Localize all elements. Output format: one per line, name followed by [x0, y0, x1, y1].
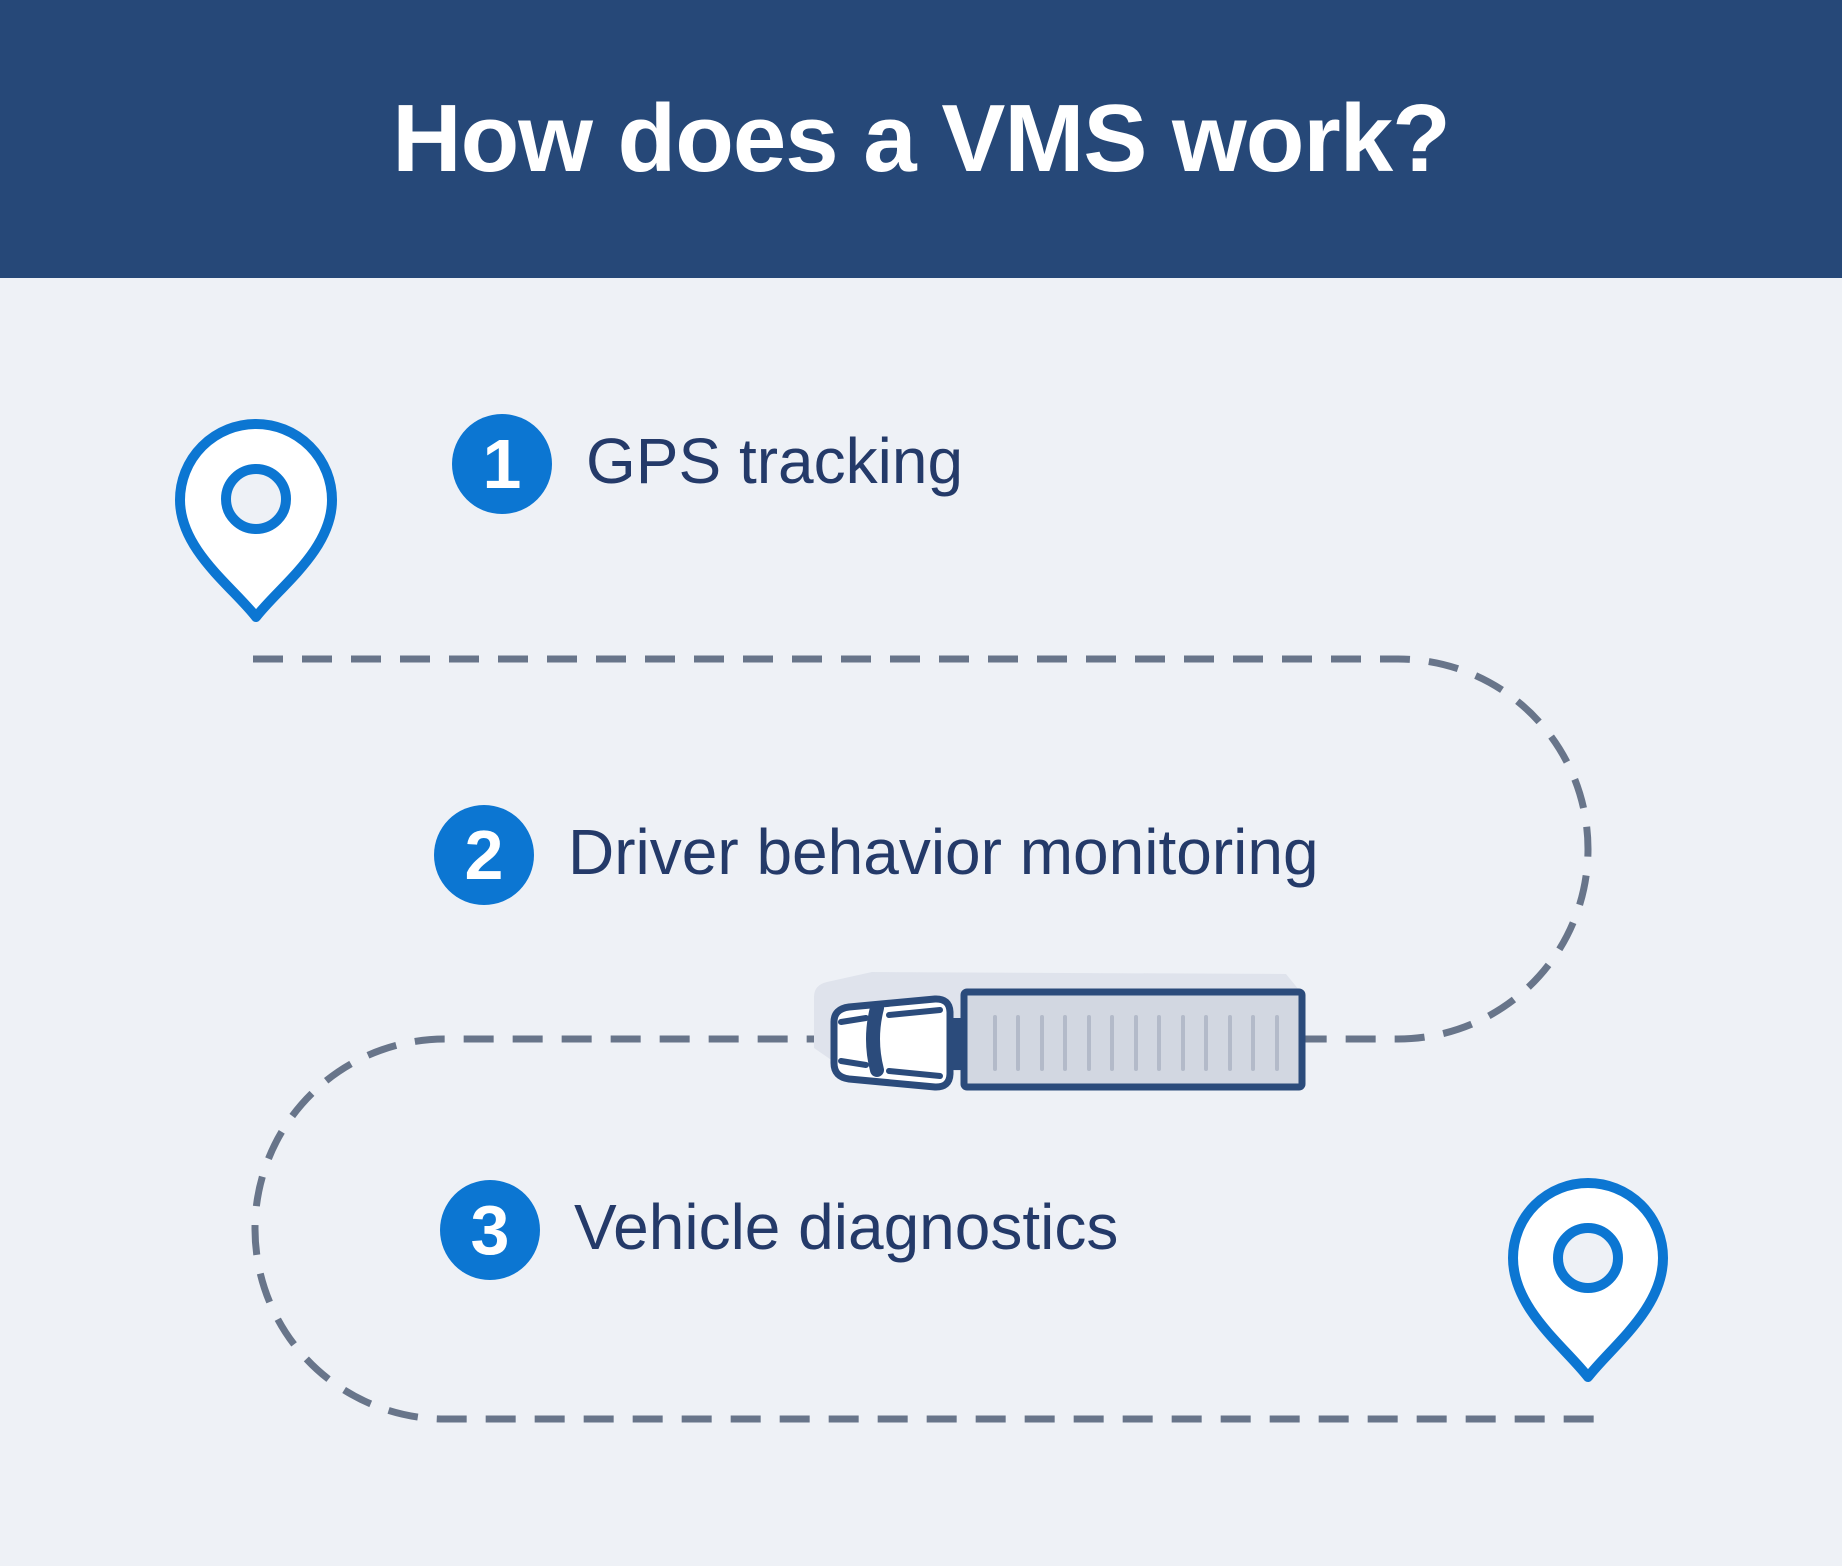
pin-inner-circle: [1553, 1223, 1623, 1293]
step-item-2: 2 Driver behavior monitoring: [434, 805, 1319, 905]
page-title: How does a VMS work?: [392, 85, 1451, 192]
step-item-1: 1 GPS tracking: [452, 414, 963, 514]
step-label: GPS tracking: [586, 425, 964, 497]
step-number-badge: 2: [434, 805, 534, 905]
step-label: Driver behavior monitoring: [568, 816, 1319, 888]
windshield-divider-line: [866, 1001, 884, 1077]
header-banner: How does a VMS work?: [0, 0, 1842, 278]
location-pin-end-icon: [1508, 1178, 1668, 1382]
step-item-3: 3 Vehicle diagnostics: [440, 1180, 1118, 1280]
semi-truck-top-view-icon: [814, 972, 1306, 1091]
trailer-ribs: [993, 1015, 1279, 1071]
location-pin-start-icon: [175, 419, 337, 622]
step-number-badge: 1: [452, 414, 552, 514]
trailer-body: [960, 988, 1306, 1091]
step-label: Vehicle diagnostics: [574, 1191, 1119, 1263]
step-number-badge: 3: [440, 1180, 540, 1280]
cab-detail-lines: [838, 1007, 943, 1079]
pin-inner-circle: [221, 464, 291, 534]
